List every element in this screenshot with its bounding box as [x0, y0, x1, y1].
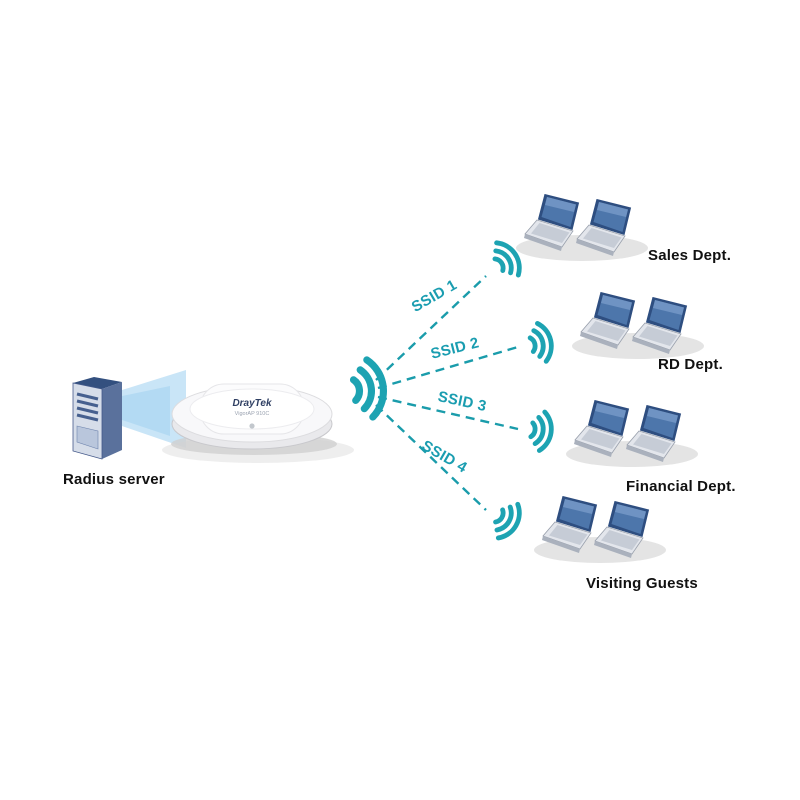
signal-beam	[122, 370, 186, 448]
financial-dept-label: Financial Dept.	[626, 478, 736, 495]
visiting-guests-label: Visiting Guests	[586, 575, 698, 592]
sales-dept-label: Sales Dept.	[648, 247, 732, 264]
rd-laptops	[572, 291, 704, 359]
access-point-device: DrayTek VigorAP 910C	[162, 383, 354, 463]
ap-wifi-icon	[352, 359, 387, 419]
server-icon	[72, 377, 122, 460]
ssid1-dashed-line	[375, 275, 487, 381]
ssid2-dashed-line	[377, 345, 519, 390]
ssid4-dashed-line	[375, 404, 487, 511]
ap-model-text: VigorAP 910C	[235, 411, 270, 417]
rd-dept-label: RD Dept.	[658, 356, 723, 373]
financial-laptops	[566, 399, 698, 467]
financial-wifi-icon	[529, 411, 554, 452]
ap-brand-text: DrayTek	[232, 398, 272, 409]
guests-laptops	[534, 495, 666, 563]
ssid3-dashed-line	[377, 395, 519, 431]
sales-laptops	[516, 193, 648, 261]
rd-wifi-icon	[527, 321, 555, 363]
guests-wifi-icon	[489, 499, 525, 542]
radius-server-label: Radius server	[63, 471, 165, 488]
